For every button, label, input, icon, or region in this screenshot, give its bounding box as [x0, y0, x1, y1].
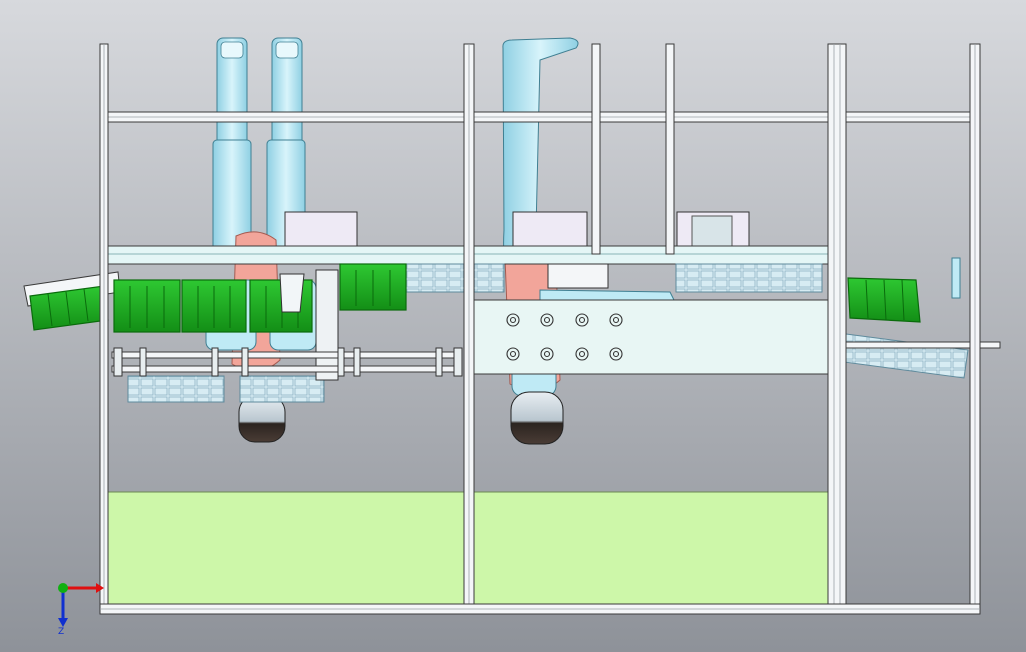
- bin-outfeed[interactable]: [847, 277, 921, 323]
- frame-post-1[interactable]: [99, 43, 109, 615]
- frame-post-2[interactable]: [463, 43, 475, 615]
- base-rail[interactable]: [99, 603, 981, 615]
- process-panel[interactable]: [473, 299, 829, 375]
- tray-upper-mid[interactable]: [405, 263, 505, 293]
- sensor-bracket[interactable]: [315, 269, 339, 381]
- mounting-boxes: [284, 211, 750, 249]
- mount-box-left[interactable]: [284, 211, 358, 249]
- floor-panels: [107, 491, 829, 605]
- tray-upper-right[interactable]: [675, 263, 823, 293]
- mount-box-middle[interactable]: [512, 211, 588, 249]
- frame-post-6[interactable]: [969, 43, 981, 615]
- frame-posts: [99, 43, 981, 615]
- left-gripper[interactable]: [238, 395, 286, 443]
- floor-panel-left[interactable]: [107, 491, 465, 605]
- floor-panel-right[interactable]: [473, 491, 829, 605]
- frame-post-4[interactable]: [665, 43, 675, 255]
- bin-1[interactable]: [113, 279, 181, 333]
- bin-2[interactable]: [181, 279, 247, 333]
- panel-bolts: [506, 313, 623, 361]
- cup-part[interactable]: [279, 273, 305, 313]
- guide-rods[interactable]: [111, 341, 1001, 377]
- frame-post-3[interactable]: [591, 43, 601, 255]
- bin-4[interactable]: [339, 263, 407, 311]
- frame-post-5[interactable]: [827, 43, 847, 615]
- axis-z-label: Z: [58, 627, 64, 637]
- small-box[interactable]: [547, 263, 609, 289]
- right-gripper[interactable]: [510, 391, 564, 445]
- side-sensor[interactable]: [951, 257, 961, 299]
- tray-lower-left[interactable]: [127, 375, 225, 403]
- cylinder-part[interactable]: [691, 215, 733, 247]
- tray-lower-mid[interactable]: [239, 375, 325, 403]
- axis-triad-icon: Z: [58, 583, 104, 637]
